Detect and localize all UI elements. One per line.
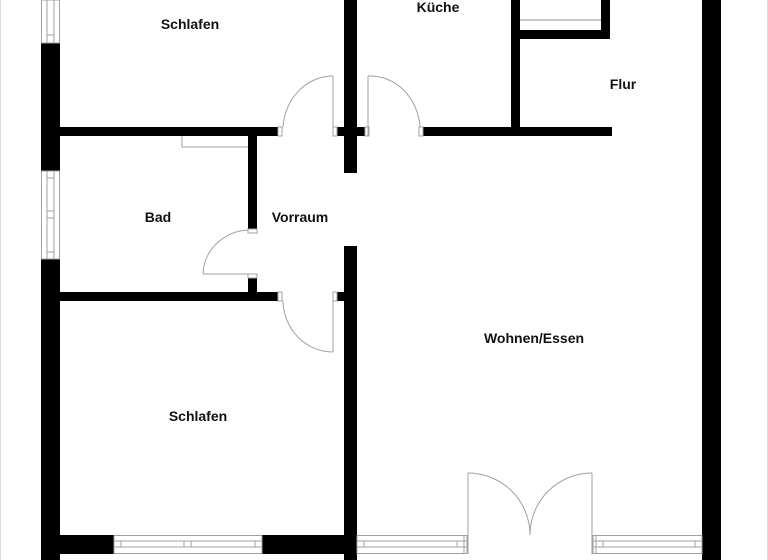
door-terrace [467,472,593,554]
wall-closet-bottom [520,30,610,39]
door-schlafen-bottom [277,291,338,353]
wall-bad-vorraum-upper [248,136,257,229]
wall-right [702,0,721,560]
wall-central-stub [337,127,365,136]
wall-left-upper [41,43,60,171]
window-left-top [41,0,60,44]
room-label-kueche: Küche [416,0,460,15]
room-label-schlafen-bottom: Schlafen [168,408,228,424]
room-label-schlafen-top: Schlafen [160,16,220,32]
window-left-bad [41,170,60,260]
bad-fixture [181,136,248,148]
windows [41,0,703,554]
window-bottom-wohnen-right [592,535,703,554]
room-label-wohnen-essen: Wohnen/Essen [483,330,585,346]
wall-schlafen-bad [60,127,278,136]
wall-central-lower-stub [337,292,344,301]
wall-central-upper [344,0,357,173]
wall-bad-schlafen [60,292,278,301]
wall-kueche-wohnen [423,127,612,136]
window-bottom-wohnen-left [356,535,468,554]
room-label-vorraum: Vorraum [271,209,329,225]
window-bottom-schlafen [113,535,263,554]
door-schlafen-top [277,75,338,137]
wall-kueche-flur [511,0,520,130]
wall-bottom-left [41,535,114,554]
wall-central-lower [344,246,357,560]
wall-bottom-mid [262,535,358,554]
wall-closet-right [601,0,610,39]
door-bad [202,228,258,279]
walls [41,0,721,560]
room-label-bad: Bad [144,209,172,225]
wall-left-lower [41,259,60,560]
wall-bad-vorraum-lower [248,278,257,292]
room-label-flur: Flur [609,76,637,92]
doors [202,75,593,554]
door-kueche [364,75,424,137]
